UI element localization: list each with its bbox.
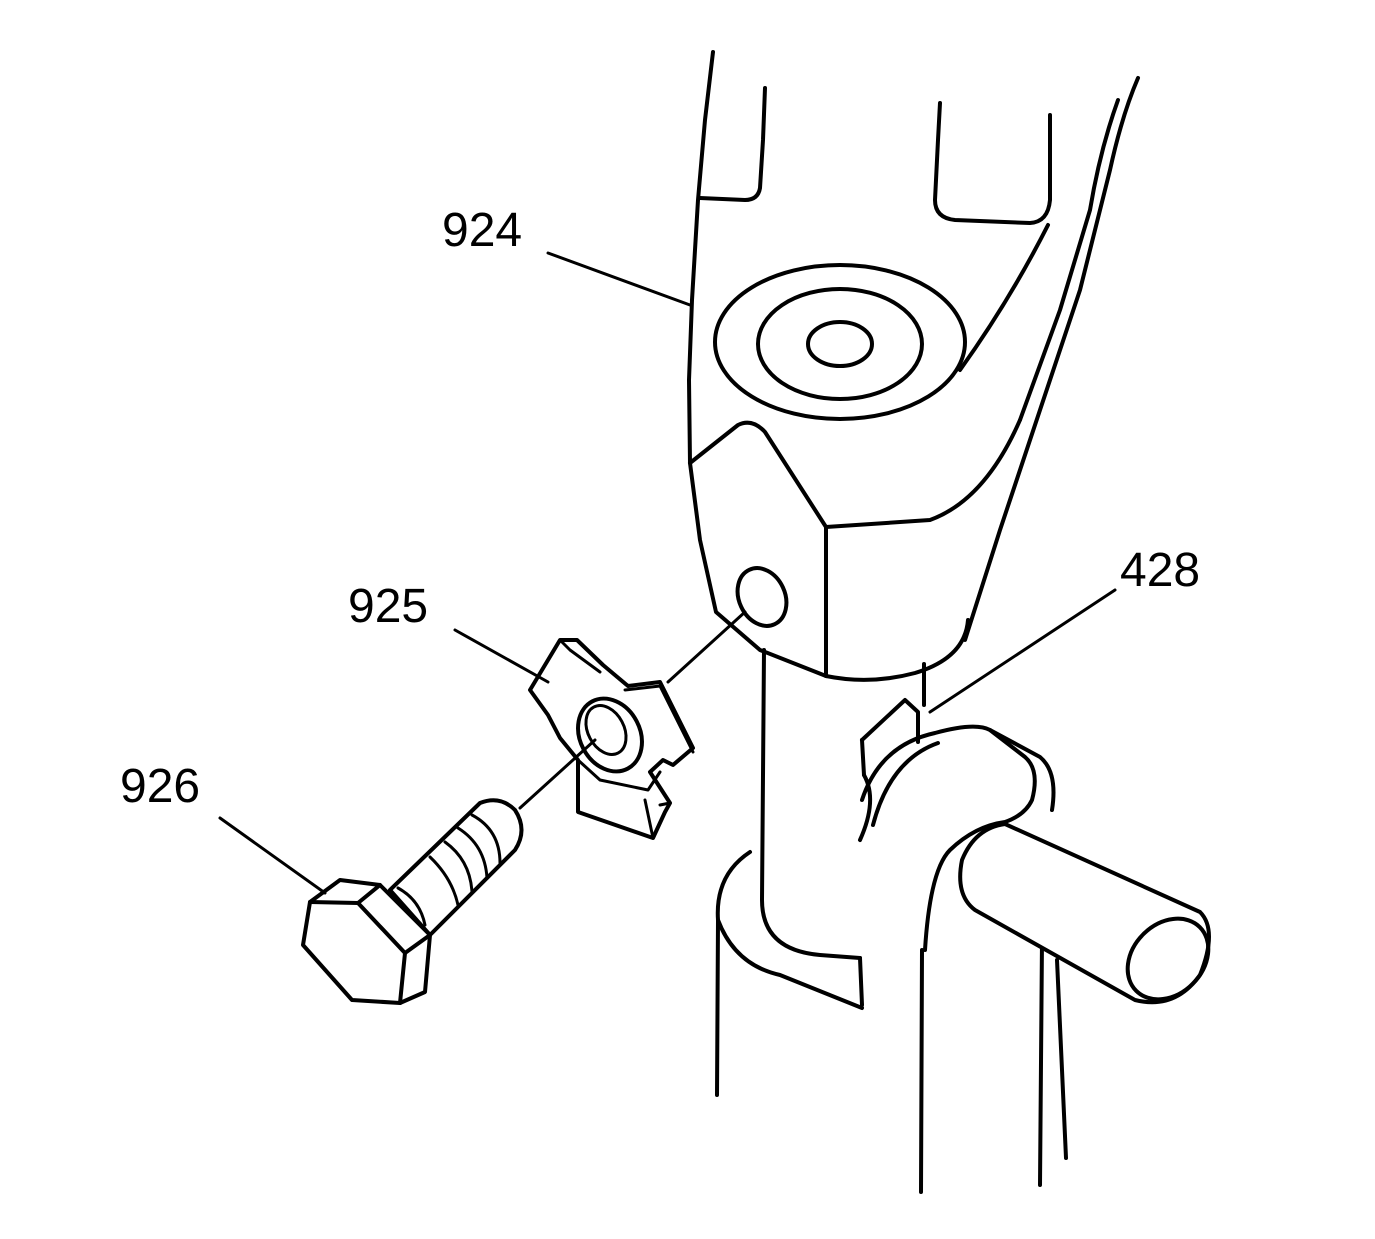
- alignment-lines: [518, 610, 747, 810]
- hex-bolt-926: [301, 798, 524, 1005]
- callout-428: 428: [1120, 544, 1200, 597]
- shaft-tube: [715, 648, 1068, 1194]
- leader-926: [218, 816, 327, 895]
- knuckle-arm-924: [687, 50, 1140, 682]
- leader-925: [453, 628, 550, 684]
- callout-924: 924: [442, 204, 522, 257]
- leader-428: [928, 588, 1117, 714]
- leader-924: [546, 251, 692, 307]
- retainer-bracket-428: [858, 698, 1211, 1005]
- leader-lines: [218, 251, 1117, 895]
- nut-retainer-925: [528, 638, 695, 840]
- callout-926: 926: [120, 760, 200, 813]
- callout-925: 925: [348, 580, 428, 633]
